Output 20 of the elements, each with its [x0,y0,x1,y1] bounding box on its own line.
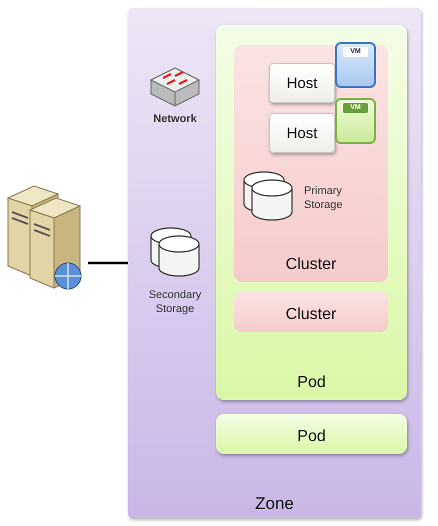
node-label: Cluster [284,256,338,274]
node-label: Cluster [284,306,338,324]
pod-panel [216,414,407,454]
cluster-panel [234,292,388,332]
node-label: Pod [296,374,327,392]
cluster-panel [234,45,388,282]
node-label: Primary Storage [304,184,344,213]
node-label: Zone [254,494,295,514]
vm-tile [335,98,376,144]
host-box [269,63,335,103]
node-label: Host [286,75,318,92]
zone-panel [128,8,421,518]
vm-tile [335,42,376,88]
host-box [269,113,335,153]
node-label: Network [152,112,198,126]
node-label: Secondary Storage [148,288,202,317]
connector-line [88,262,128,264]
node-label: Pod [296,428,327,446]
node-label: Host [286,125,318,142]
pod-panel [216,25,407,400]
